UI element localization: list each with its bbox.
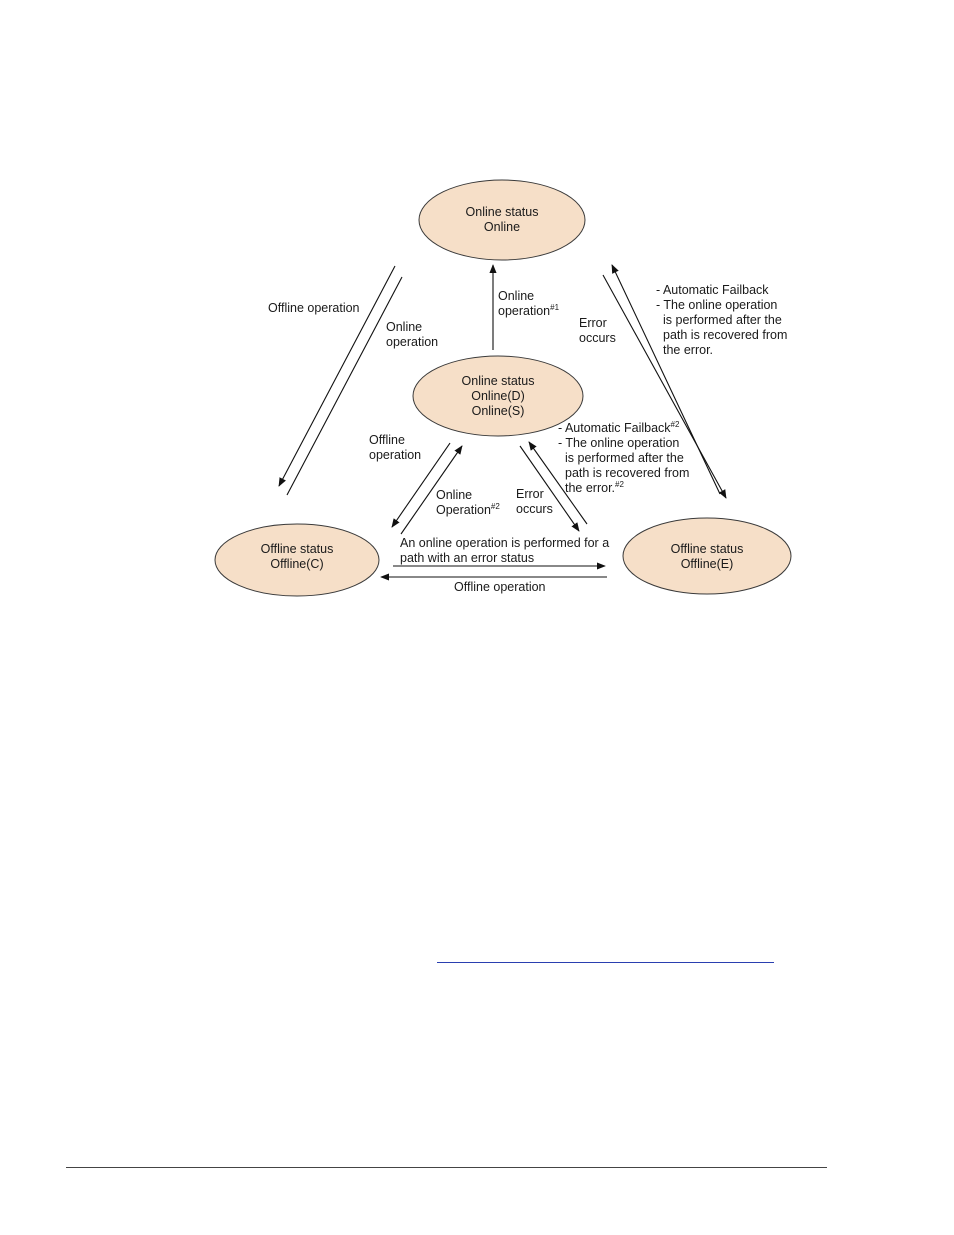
node-offline-c-line1: Offline status [261,542,334,556]
label-right-error-line1: Error [579,316,607,330]
node-online-line1: Online status [466,205,539,219]
label-inner-left-online-line1: Online [436,488,472,502]
label-center-online-line1: Online [498,289,534,303]
arrow-offline-c-to-online [286,276,403,496]
label-center-online-sup: #1 [550,303,559,312]
label-right-note-line1: - Automatic Failback [656,283,769,297]
label-left-outer-offline: Offline operation [268,301,360,315]
label-center-online-text: operation [498,304,550,318]
node-online-ds-line1: Online status [462,374,535,388]
node-offline-c-shape [214,523,380,597]
label-inner-note-line5-sup: #2 [615,480,624,489]
label-inner-right-error-line1: Error [516,487,544,501]
node-offline-c-line2: Offline(C) [270,557,323,571]
arrow-online-ds-to-offline-e [519,445,580,532]
label-left-outer-online-line2: operation [386,335,438,349]
arrow-online-ds-to-offline-c [391,442,451,528]
label-bottom-online-line1: An online operation is performed for a [400,536,609,550]
label-inner-note-line1-text: - Automatic Failback [558,421,671,435]
label-inner-right-error-line2: occurs [516,502,553,516]
node-online-ds-line3: Online(S) [472,404,525,418]
node-offline-e-line2: Offline(E) [681,557,734,571]
label-right-note-line4: path is recovered from [663,328,787,342]
label-bottom-online-line2: path with an error status [400,551,534,565]
label-inner-left-online-line2: Operation#2 [436,502,500,517]
label-inner-left-online-sup: #2 [491,502,500,511]
label-right-note-line2: - The online operation [656,298,777,312]
label-inner-note-line4: path is recovered from [565,466,689,480]
arrow-online-to-offline-e [602,274,727,499]
label-right-note-line5: the error. [663,343,713,357]
node-online-line2: Online [484,220,520,234]
node-online-ds-shape [412,355,584,437]
label-inner-note-line2: - The online operation [558,436,679,450]
arrow-offline-c-to-online-ds [400,445,463,535]
node-offline-e: Offline status Offline(E) [622,517,792,595]
label-inner-note-line3: is performed after the [565,451,684,465]
node-online-shape [418,179,586,261]
node-online-ds: Online status Online(D) Online(S) [412,355,584,437]
label-center-online-line2: operation#1 [498,303,560,318]
label-inner-left-offline-line1: Offline [369,433,405,447]
label-inner-note-line1: - Automatic Failback#2 [558,420,680,435]
label-inner-note-line5-text: the error. [565,481,615,495]
node-offline-e-line1: Offline status [671,542,744,556]
label-inner-note-line1-sup: #2 [671,420,680,429]
label-right-note-line3: is performed after the [663,313,782,327]
arrow-online-to-offline-c [278,265,396,487]
footer-rule [66,1167,827,1168]
label-right-error-line2: occurs [579,331,616,345]
label-inner-note-line5: the error.#2 [565,480,624,495]
hyperlink-underline [437,962,774,963]
arrow-offline-e-to-online-ds [528,441,588,525]
label-left-outer-online-line1: Online [386,320,422,334]
node-offline-c: Offline status Offline(C) [214,523,380,597]
label-inner-left-online-text: Operation [436,503,491,517]
label-inner-left-offline-line2: operation [369,448,421,462]
arrow-offline-e-to-online [611,264,721,495]
node-offline-e-shape [622,517,792,595]
node-online-ds-line2: Online(D) [471,389,525,403]
node-online: Online status Online [418,179,586,261]
label-bottom-offline: Offline operation [454,580,546,594]
